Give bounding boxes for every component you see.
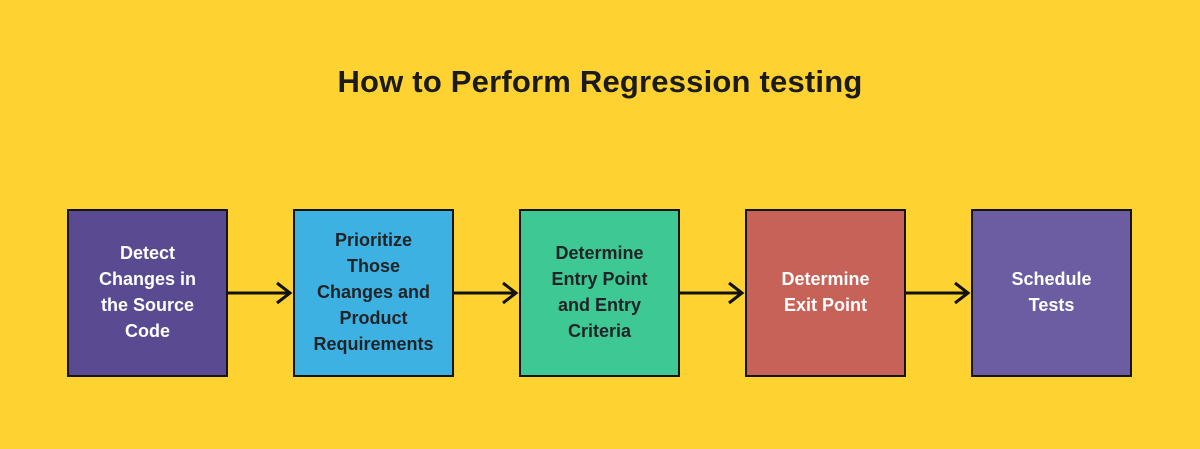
flow-step-determine-exit-point: Determine Exit Point — [745, 209, 906, 377]
flow-step-label: Determine Exit Point — [781, 269, 870, 315]
flow-step-label: Detect Changes in the Source Code — [98, 243, 196, 341]
flow-step-determine-entry-point: Determine Entry Point and Entry Criteria — [519, 209, 680, 377]
flow-step-label: Determine Entry Point and Entry Criteria — [551, 243, 648, 341]
flow-row: Detect Changes in the Source Code Priori… — [67, 209, 1132, 377]
flow-step-schedule-tests: Schedule Tests — [971, 209, 1132, 377]
flow-step-label: Schedule Tests — [1011, 269, 1092, 315]
arrow-right-icon — [228, 281, 293, 305]
arrow-right-icon — [454, 281, 519, 305]
diagram-title: How to Perform Regression testing — [337, 64, 863, 99]
arrow-right-icon — [906, 281, 971, 305]
flow-step-label: Prioritize Those Changes and Product Req… — [313, 230, 434, 354]
arrow-right-icon — [680, 281, 745, 305]
flow-step-prioritize-changes: Prioritize Those Changes and Product Req… — [293, 209, 454, 377]
flow-step-detect-changes: Detect Changes in the Source Code — [67, 209, 228, 377]
